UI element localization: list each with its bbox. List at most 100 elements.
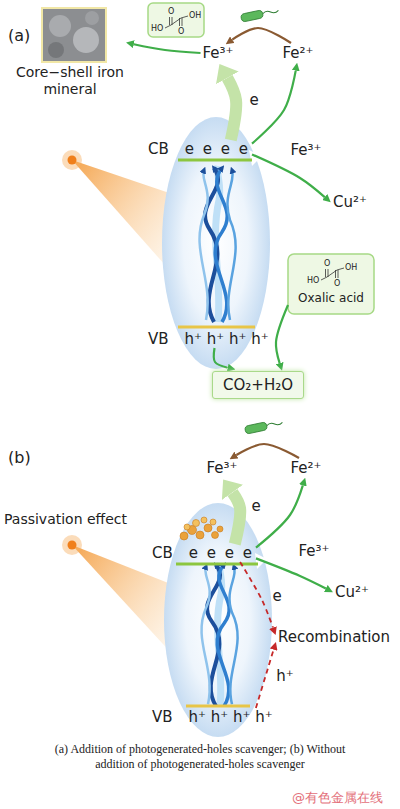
atom-label: HO xyxy=(307,276,319,285)
molecule-bonds xyxy=(165,16,188,28)
ion-node: Fe²⁺ xyxy=(289,458,324,478)
process-label: Recombination xyxy=(278,628,390,646)
recombination-arrow xyxy=(256,650,274,708)
bond xyxy=(338,270,339,278)
bond xyxy=(325,269,326,277)
product-box: CO₂+H₂O xyxy=(212,371,304,399)
bond xyxy=(321,277,327,280)
annotation: Passivation effect xyxy=(4,511,127,528)
edge-label: Fe³⁺ xyxy=(299,542,330,560)
ion-label: Fe³⁺ xyxy=(203,44,234,62)
ion-label: Fe²⁺ xyxy=(291,459,322,477)
band-node: CB e e e e xyxy=(150,544,256,562)
flagellum xyxy=(262,9,278,15)
reaction-arrow xyxy=(236,444,299,458)
atom-label: O xyxy=(168,7,174,16)
caption: (a) Addition of photogenerated-holes sca… xyxy=(50,742,350,772)
carrier-swirl xyxy=(202,563,238,706)
passivation-layer xyxy=(180,517,223,540)
edge-label: e xyxy=(251,497,260,515)
carrier-swirl xyxy=(200,166,236,322)
reaction-arrow xyxy=(134,44,201,53)
band-node: CB e e e e xyxy=(146,140,252,158)
bond xyxy=(337,268,344,270)
mineral-particle xyxy=(164,503,272,737)
bacterium-body xyxy=(240,10,263,22)
electron-transfer-arrow xyxy=(232,492,240,544)
carrier-label: e e e e xyxy=(185,140,250,158)
light-glow xyxy=(62,535,82,555)
ion-node: Fe³⁺ xyxy=(205,458,240,478)
conduction-band xyxy=(178,159,252,162)
bond xyxy=(327,270,337,277)
light-source xyxy=(68,156,77,165)
edge-label: Fe³⁺ xyxy=(291,141,322,159)
light-source xyxy=(68,541,77,550)
sem-image xyxy=(42,8,106,62)
flagellum xyxy=(266,421,282,427)
ion-node: Fe²⁺ xyxy=(281,43,316,63)
reaction-arrow xyxy=(214,348,228,368)
passivation-grain xyxy=(204,524,212,532)
edge-label: e xyxy=(249,91,258,109)
edge-label: e xyxy=(272,587,281,605)
sem-grain xyxy=(73,27,99,53)
passivation-grain xyxy=(184,524,190,530)
reagent-box: Oxalic acid xyxy=(288,254,374,314)
bacterium-body xyxy=(244,422,267,434)
conduction-band xyxy=(176,563,258,566)
bond xyxy=(179,18,180,26)
mineral-node: Core−shell iron mineral xyxy=(14,6,126,98)
bond xyxy=(165,25,171,28)
passivation-grain xyxy=(201,517,207,523)
atom-label: OH xyxy=(189,11,201,20)
passivation-grain xyxy=(212,532,219,539)
product-label: CO₂+H₂O xyxy=(223,376,293,394)
sem-grain xyxy=(85,11,99,25)
sem-grain xyxy=(49,15,71,37)
ion-label: Fe³⁺ xyxy=(207,459,238,477)
mineral-label: Core−shell iron mineral xyxy=(14,64,126,98)
ion-label: Cu²⁺ xyxy=(333,193,367,211)
ion-node: Cu²⁺ xyxy=(331,192,369,212)
atom-label: O xyxy=(334,279,340,288)
carrier-label: h⁺ h⁺ h⁺ h⁺ xyxy=(185,330,269,348)
reaction-arrow xyxy=(256,485,303,547)
panel-label: (b) xyxy=(8,448,31,467)
passivation-grain xyxy=(210,519,216,525)
passivation-grain xyxy=(196,531,204,539)
ion-node: Fe³⁺ xyxy=(201,43,236,63)
atom-label: O xyxy=(324,259,330,268)
atom-label: HO xyxy=(151,24,163,33)
electron-transfer-arrow xyxy=(227,78,236,140)
molecule-bonds xyxy=(321,268,344,280)
sem-grain xyxy=(48,42,64,58)
bond xyxy=(171,18,181,25)
carrier-label: e e e e xyxy=(189,544,254,562)
reaction-arrow xyxy=(276,305,288,363)
bond xyxy=(335,270,336,278)
reaction-arrow xyxy=(256,558,326,588)
ion-label: Fe²⁺ xyxy=(283,44,314,62)
band-node: VBh⁺ h⁺ h⁺ h⁺ xyxy=(150,708,275,726)
reagent-box-outline xyxy=(288,254,374,314)
band-label: CB xyxy=(152,544,173,562)
bond xyxy=(181,16,188,18)
bacterium xyxy=(240,6,279,22)
atom-label: O xyxy=(178,27,184,36)
passivation-grain xyxy=(217,526,223,532)
valence-band xyxy=(186,705,250,708)
graphic-part xyxy=(134,28,326,708)
passivation-grain xyxy=(193,520,200,527)
edge-label: h⁺ xyxy=(276,667,293,685)
ion-label: Cu²⁺ xyxy=(335,583,369,601)
bacterium xyxy=(244,418,283,434)
process-node: Recombination xyxy=(276,627,392,647)
reaction-arrow xyxy=(232,28,291,43)
band-label: CB xyxy=(148,140,169,158)
passivation-grain xyxy=(180,532,188,540)
band-node: VBh⁺ h⁺ h⁺ h⁺ xyxy=(146,330,271,348)
recombination-arrow xyxy=(240,562,273,628)
